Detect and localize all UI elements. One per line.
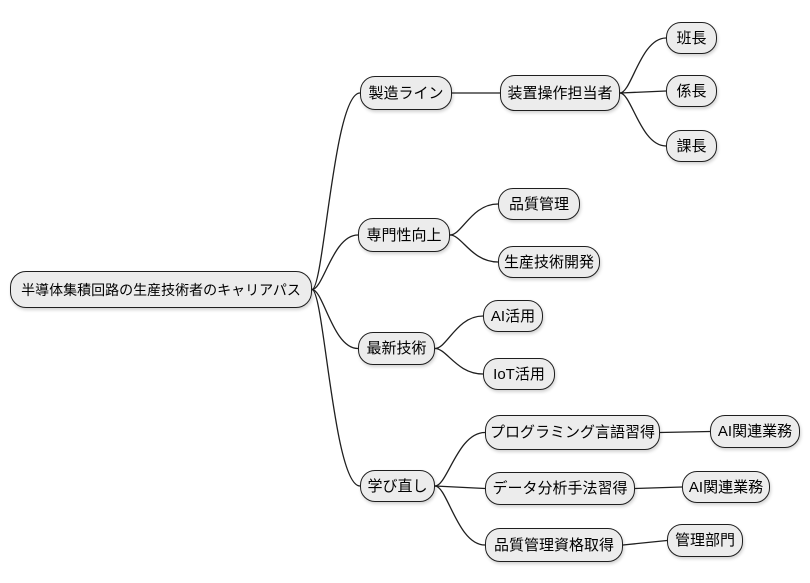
edge-manabi-data	[434, 485, 486, 490]
mindmap-node-ai-related-work-2: AI関連業務	[682, 471, 770, 503]
edge-root-seizo	[311, 92, 361, 291]
mindmap-node-team-leader: 班長	[666, 22, 717, 54]
mindmap-node-production-tech-dev: 生産技術開発	[498, 246, 600, 278]
mindmap-node-ai-related-work-1: AI関連業務	[710, 415, 800, 448]
edge-shikaku-kanribumon	[622, 539, 668, 546]
mindmap-node-section-manager: 課長	[666, 130, 717, 162]
mindmap-node-iot-utilization: IoT活用	[483, 358, 555, 390]
mindmap-node-quality-control: 品質管理	[498, 188, 580, 220]
edge-prog-aigyomu1	[659, 430, 711, 434]
edge-data-aigyomu2	[634, 486, 683, 490]
mindmap-node-latest-technology: 最新技術	[358, 332, 435, 365]
edge-senmon-seisan	[449, 234, 499, 263]
mindmap-node-section-chief: 係長	[666, 75, 717, 107]
edge-root-saishin	[311, 288, 359, 350]
edge-sochi-kacho	[619, 92, 667, 147]
mindmap-node-quality-certification: 品質管理資格取得	[485, 528, 623, 562]
edge-senmon-hinshitsu	[449, 203, 499, 236]
edge-saishin-iot	[434, 347, 484, 375]
edge-manabi-prog	[434, 431, 486, 487]
edge-sochi-kakaricho	[619, 90, 667, 94]
edge-sochi-hancho	[619, 37, 667, 94]
mindmap-node-equipment-operator: 装置操作担当者	[500, 75, 620, 111]
mindmap-node-ai-utilization: AI活用	[483, 300, 543, 332]
mindmap-node-specialization: 専門性向上	[358, 218, 450, 252]
mindmap-node-admin-department: 管理部門	[667, 524, 743, 557]
mindmap-node-data-analysis: データ分析手法習得	[485, 472, 635, 505]
mindmap-node-relearning: 学び直し	[360, 470, 435, 502]
edge-root-senmon	[311, 234, 359, 291]
edge-manabi-shikaku	[434, 485, 486, 546]
mindmap-node-manufacturing-line: 製造ライン	[360, 76, 452, 110]
mindmap-root-node: 半導体集積回路の生産技術者のキャリアパス	[10, 271, 312, 308]
mindmap-node-programming-language: プログラミング言語習得	[485, 415, 660, 450]
edge-root-manabi	[311, 288, 361, 487]
edge-saishin-ai	[434, 315, 484, 350]
